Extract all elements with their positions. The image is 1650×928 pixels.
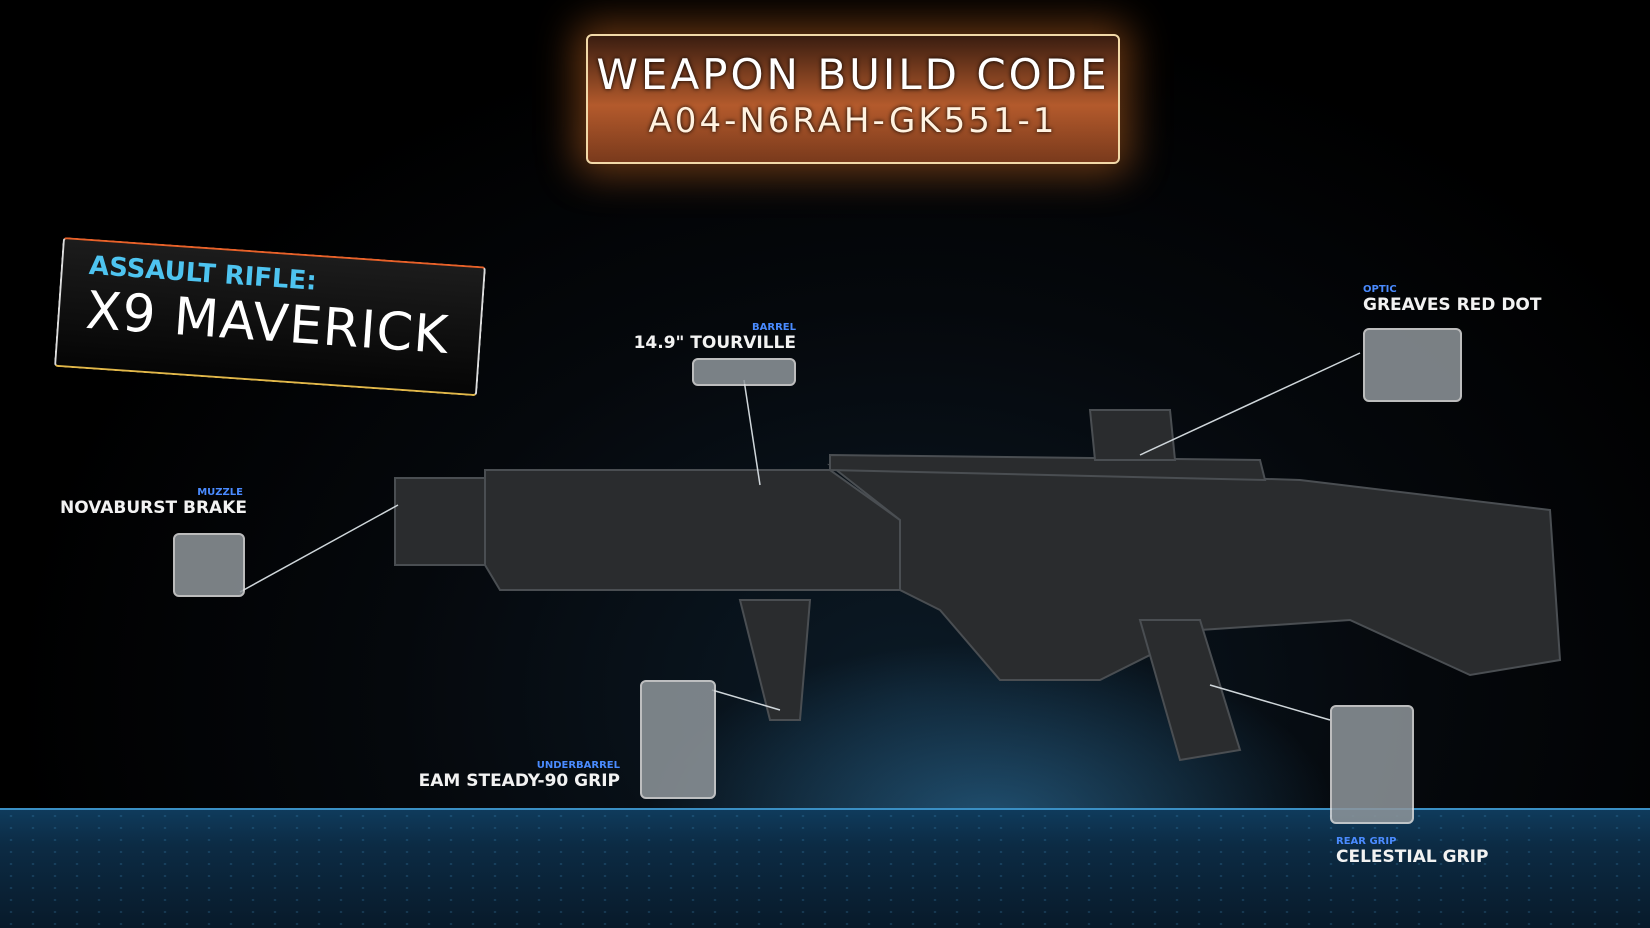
attachment-rear-grip[interactable]: REAR GRIP CELESTIAL GRIP [1336, 836, 1488, 867]
attachment-name: EAM STEADY-90 GRIP [418, 771, 620, 791]
attachment-name: GREAVES RED DOT [1363, 295, 1542, 315]
attachment-name: NOVABURST BRAKE [60, 498, 247, 518]
gun-barrel-shroud [484, 469, 901, 591]
gun-foregrip [738, 599, 812, 721]
build-code-value: A04-N6RAH-GK551-1 [648, 101, 1058, 141]
gun-muzzle [394, 477, 486, 566]
build-code-title: WEAPON BUILD CODE [596, 50, 1110, 99]
attachment-barrel[interactable]: BARREL 14.9" TOURVILLE [600, 322, 796, 353]
floor [0, 808, 1650, 928]
attachment-slot: OPTIC [1363, 284, 1397, 295]
barrel-thumbnail [692, 358, 796, 386]
rear-grip-thumbnail [1330, 705, 1414, 824]
gun-optic [1088, 409, 1177, 461]
build-code-panel: WEAPON BUILD CODE A04-N6RAH-GK551-1 [586, 34, 1120, 164]
attachment-muzzle[interactable]: MUZZLE NOVABURST BRAKE [60, 487, 247, 518]
gun-pistol-grip [1138, 619, 1242, 762]
attachment-underbarrel[interactable]: UNDERBARREL EAM STEADY-90 GRIP [385, 760, 620, 791]
attachment-slot: MUZZLE [197, 487, 243, 498]
attachment-name: 14.9" TOURVILLE [633, 333, 796, 353]
attachment-slot: UNDERBARREL [536, 760, 620, 771]
attachment-slot: REAR GRIP [1336, 836, 1397, 847]
attachment-optic[interactable]: OPTIC GREAVES RED DOT [1363, 284, 1541, 315]
weapon-name: X9 MAVERICK [83, 280, 451, 367]
optic-thumbnail [1363, 328, 1462, 402]
underbarrel-thumbnail [640, 680, 716, 799]
attachment-slot: BARREL [752, 322, 796, 333]
attachment-name: CELESTIAL GRIP [1336, 847, 1489, 867]
muzzle-thumbnail [173, 533, 245, 597]
